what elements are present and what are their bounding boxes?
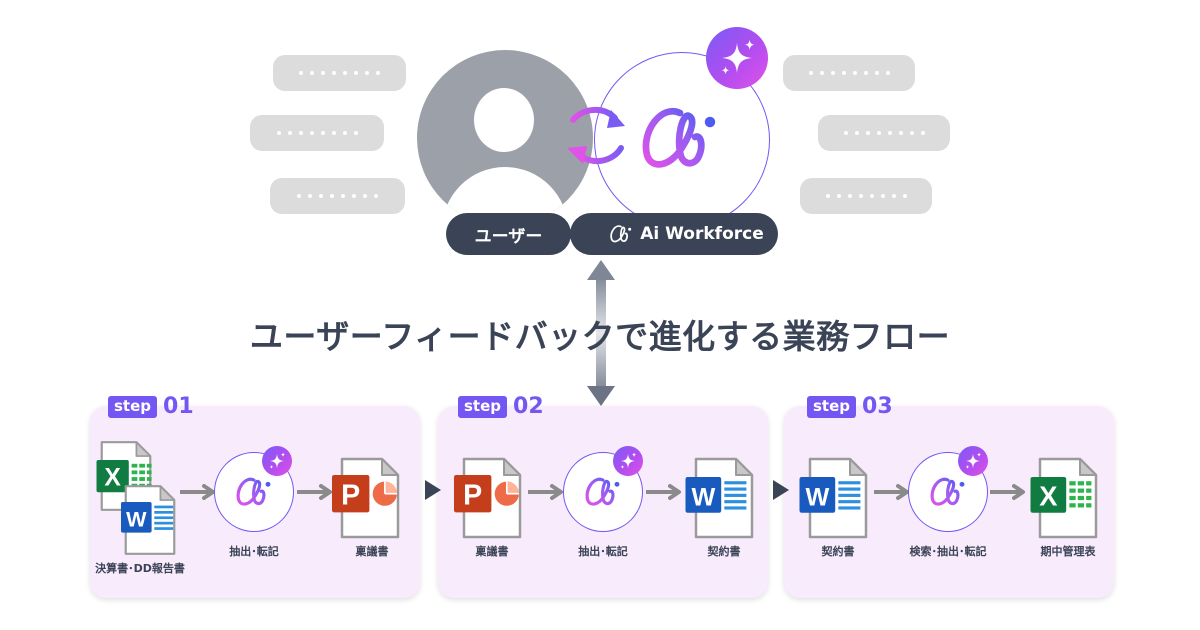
feedback-bubble	[783, 55, 915, 91]
word-mark-icon	[120, 502, 176, 538]
sparkle-icon	[714, 35, 760, 81]
sparkle-badge	[958, 446, 988, 476]
step1-input-label: 決算書･DD報告書	[95, 562, 185, 575]
step2-input-label: 稟議書	[475, 545, 509, 558]
sparkle-badge	[262, 446, 292, 476]
word-mark-icon	[799, 477, 863, 519]
feedback-bubble	[250, 115, 384, 151]
page-title: ユーザーフィードバックで進化する業務フロー	[249, 317, 951, 356]
step-tag-2: step 02	[458, 396, 544, 418]
feedback-bubble	[818, 115, 950, 151]
sparkle-badge	[613, 446, 643, 476]
step-number: 01	[163, 394, 194, 419]
ai-workforce-logo-icon	[635, 101, 725, 176]
sparkle-icon	[962, 450, 984, 472]
ai-workforce-logo-icon	[610, 225, 632, 243]
step3-process-label: 検索･抽出･転記	[909, 545, 987, 558]
flow-arrow-icon	[528, 484, 566, 500]
ai-workforce-name: Ai Workforce	[640, 224, 764, 244]
word-mark-icon	[685, 477, 749, 519]
user-head	[474, 88, 534, 152]
step1-process-label: 抽出･転記	[229, 545, 279, 558]
step-tag-3: step 03	[807, 396, 893, 418]
step1-output-label: 稟議書	[355, 545, 389, 558]
sparkle-badge	[706, 27, 768, 89]
excel-mark-icon	[1030, 477, 1094, 519]
step-tag-1: step 01	[108, 396, 194, 418]
step-number: 02	[513, 394, 544, 419]
ai-workforce-logo-icon	[927, 474, 969, 510]
powerpoint-mark-icon	[332, 475, 398, 519]
ai-workforce-tag: Ai Workforce	[594, 213, 778, 255]
step-chip: step	[458, 396, 508, 418]
step-chip: step	[807, 396, 857, 418]
sparkle-icon	[617, 450, 639, 472]
user-label-pill: ユーザー	[446, 213, 571, 255]
step3-input-label: 契約書	[821, 545, 855, 558]
step-number: 03	[862, 394, 893, 419]
step2-process-label: 抽出･転記	[578, 545, 628, 558]
feedback-bubble	[800, 178, 932, 214]
powerpoint-mark-icon	[454, 475, 520, 519]
bidirectional-arrow-icon	[587, 260, 615, 406]
next-step-arrow-icon	[773, 480, 789, 500]
flow-arrow-icon	[180, 484, 218, 500]
sync-arrows-icon	[567, 107, 625, 165]
ai-workforce-logo-icon	[233, 474, 275, 510]
feedback-bubble	[270, 178, 405, 214]
step2-output-label: 契約書	[707, 545, 741, 558]
flow-arrow-icon	[874, 484, 912, 500]
next-step-arrow-icon	[425, 480, 441, 500]
flow-arrow-icon	[646, 484, 684, 500]
ai-workforce-logo-icon	[582, 474, 624, 510]
step3-output-label: 期中管理表	[1040, 545, 1096, 558]
user-label: ユーザー	[474, 226, 543, 247]
user-avatar-icon	[417, 50, 593, 226]
step-chip: step	[108, 396, 158, 418]
flow-arrow-icon	[990, 484, 1028, 500]
sparkle-icon	[266, 450, 288, 472]
feedback-bubble	[273, 55, 406, 91]
flow-arrow-icon	[297, 484, 335, 500]
